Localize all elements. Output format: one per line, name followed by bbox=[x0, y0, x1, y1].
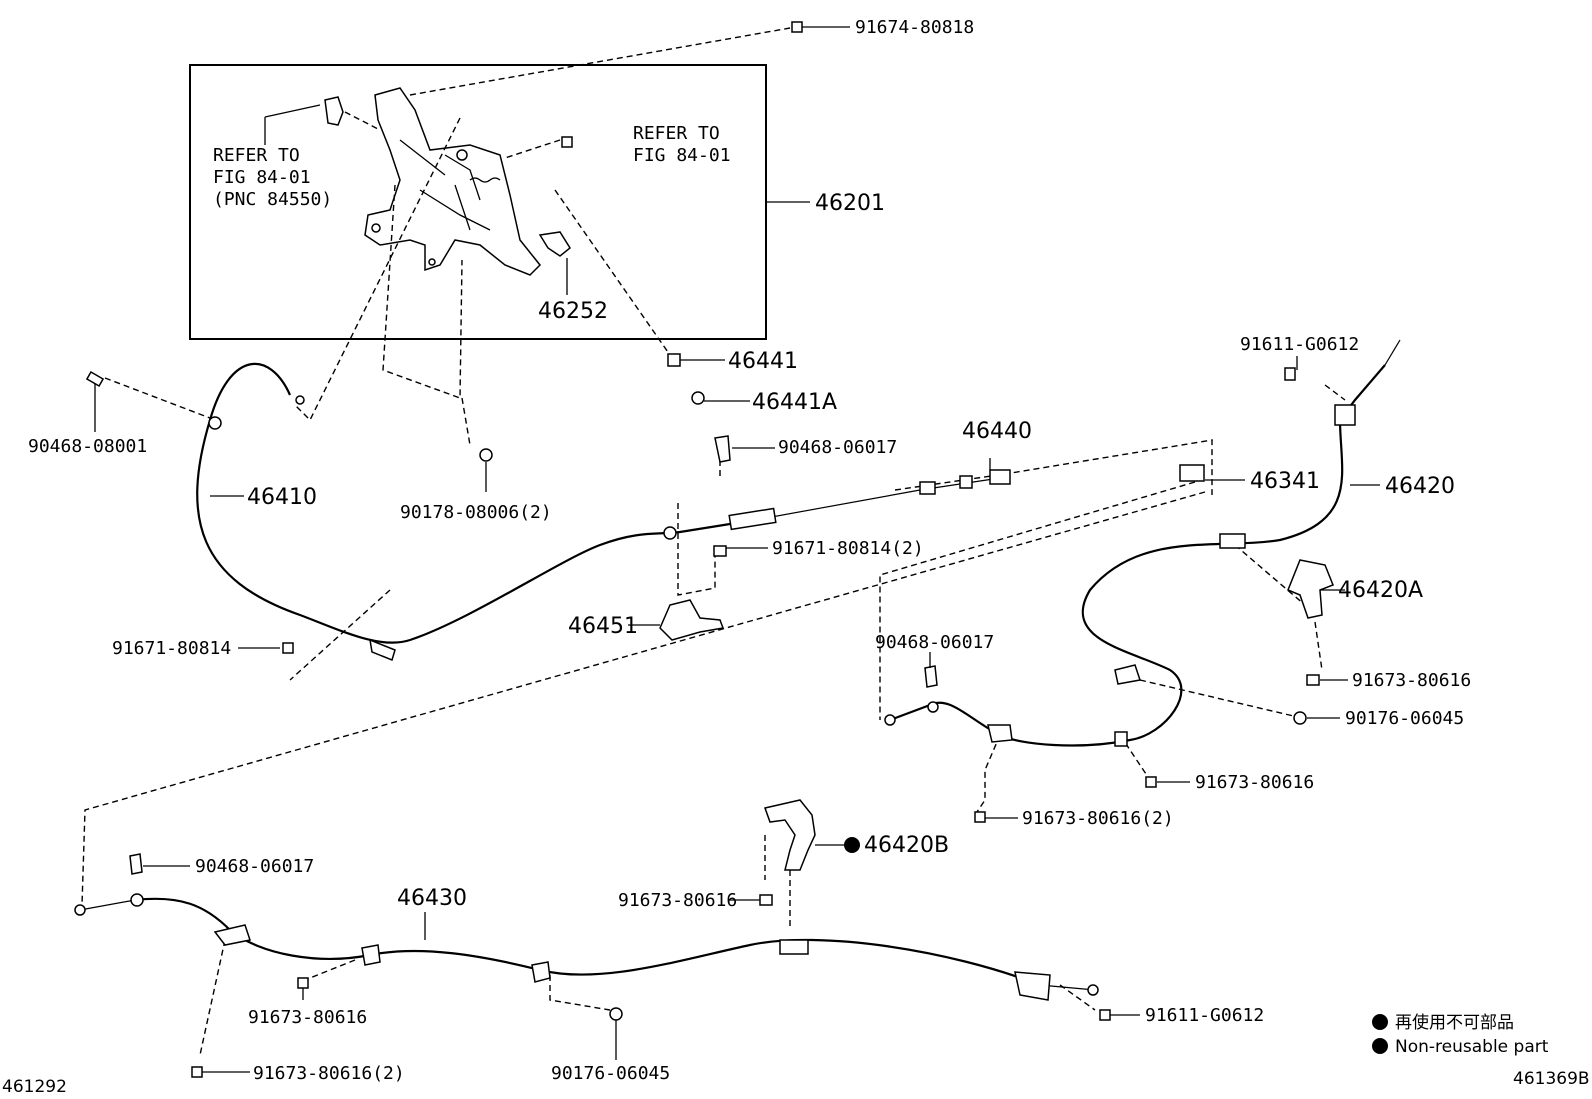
non-reusable-dot-icon bbox=[844, 837, 860, 853]
label-91673-80616-2a: 91673-80616(2) bbox=[1022, 808, 1174, 829]
refer-note-right: REFER TO FIG 84-01 bbox=[633, 123, 731, 166]
label-91611-G0612-b: 91611-G0612 bbox=[1145, 1005, 1264, 1026]
refer-left-line-1: REFER TO bbox=[213, 145, 300, 166]
part-46252-shape bbox=[538, 231, 571, 257]
fasteners bbox=[85, 21, 1320, 1078]
label-46341: 46341 bbox=[1250, 469, 1320, 494]
legend-dot-icon-jp bbox=[1372, 1014, 1388, 1030]
refer-right-line-1: REFER TO bbox=[633, 123, 720, 144]
label-46420B-group: 46420B bbox=[844, 833, 949, 858]
label-90176-06045-b: 90176-06045 bbox=[551, 1063, 670, 1084]
label-46420A: 46420A bbox=[1338, 578, 1423, 603]
parking-brake-lever-assembly bbox=[324, 87, 573, 276]
label-46451: 46451 bbox=[568, 614, 638, 639]
label-91673-80616-2b: 91673-80616(2) bbox=[253, 1063, 405, 1084]
label-91673-80616-d: 91673-80616 bbox=[248, 1007, 367, 1028]
label-91673-80616-b: 91673-80616 bbox=[1195, 772, 1314, 793]
label-90468-06017-c: 90468-06017 bbox=[195, 856, 314, 877]
cable-46420 bbox=[884, 339, 1401, 747]
legend-jp-text: 再使用不可部品 bbox=[1395, 1012, 1514, 1033]
legend-en-text: Non-reusable part bbox=[1395, 1037, 1549, 1057]
label-46441A: 46441A bbox=[752, 390, 837, 415]
label-91671-80814: 91671-80814 bbox=[112, 638, 231, 659]
label-91671-80814-2: 91671-80814(2) bbox=[772, 538, 924, 559]
label-90468-06017-b: 90468-06017 bbox=[875, 632, 994, 653]
label-90468-08001: 90468-08001 bbox=[28, 436, 147, 457]
label-46441: 46441 bbox=[728, 349, 798, 374]
legend: 再使用不可部品 Non-reusable part bbox=[1372, 1012, 1549, 1057]
label-90176-06045-a: 90176-06045 bbox=[1345, 708, 1464, 729]
label-46430: 46430 bbox=[397, 886, 467, 911]
bracket-46420A bbox=[1287, 559, 1334, 619]
refer-note-left: REFER TO FIG 84-01 (PNC 84550) bbox=[213, 145, 332, 210]
bracket-46451 bbox=[659, 599, 725, 641]
label-46252: 46252 bbox=[538, 299, 608, 324]
label-46201: 46201 bbox=[815, 191, 885, 216]
refer-left-line-2: FIG 84-01 bbox=[213, 167, 311, 188]
bracket-46420B bbox=[764, 799, 816, 871]
label-91673-80616-c: 91673-80616 bbox=[618, 890, 737, 911]
label-91673-80616-a: 91673-80616 bbox=[1352, 670, 1471, 691]
label-46420: 46420 bbox=[1385, 474, 1455, 499]
assembly-guide-lines bbox=[81, 27, 1346, 1056]
label-91611-G0612-a: 91611-G0612 bbox=[1240, 334, 1359, 355]
cable-46430 bbox=[74, 893, 1099, 1001]
label-91674-80818: 91674-80818 bbox=[855, 17, 974, 38]
cable-46410 bbox=[196, 362, 1011, 662]
refer-left-line-3: (PNC 84550) bbox=[213, 189, 332, 210]
legend-dot-icon-en bbox=[1372, 1038, 1388, 1054]
label-90178-08006: 90178-08006(2) bbox=[400, 502, 552, 523]
refer-right-line-2: FIG 84-01 bbox=[633, 145, 731, 166]
label-46410: 46410 bbox=[247, 485, 317, 510]
leader-lines bbox=[94, 26, 1380, 1073]
figure-id-left: 461292 bbox=[2, 1077, 67, 1097]
figure-id-right: 461369B bbox=[1513, 1069, 1590, 1089]
label-90468-06017-a: 90468-06017 bbox=[778, 437, 897, 458]
label-46420B: 46420B bbox=[864, 833, 949, 858]
label-46440: 46440 bbox=[962, 419, 1032, 444]
